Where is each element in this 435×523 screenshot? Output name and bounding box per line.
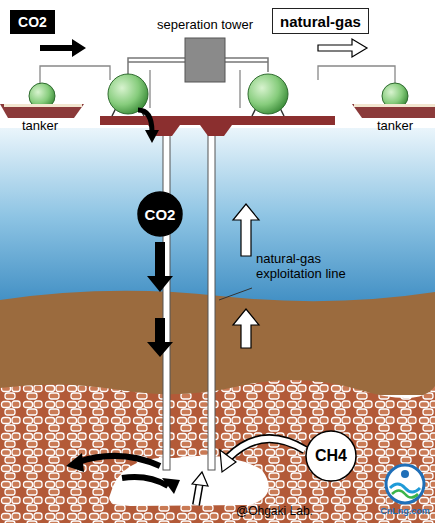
- hydrate-layer: [0, 380, 435, 523]
- flow-arrow: [228, 439, 305, 458]
- node-text: CO2: [18, 14, 47, 30]
- flow-arrow: [78, 456, 160, 466]
- platform-leg: [200, 125, 232, 136]
- part-name: seperation tower: [157, 18, 253, 33]
- input-label-box: CO2: [10, 10, 55, 34]
- separation-tower: [185, 38, 225, 82]
- art-part: [386, 465, 424, 503]
- art-part: [248, 74, 288, 114]
- tanker-ship: [352, 83, 435, 118]
- node-text: CH4: [315, 447, 347, 465]
- storage-tank: [248, 74, 288, 116]
- art-part: [401, 470, 409, 478]
- flow-arrow: [233, 204, 259, 256]
- flow-arrow: [233, 309, 259, 348]
- art-part: [392, 491, 418, 498]
- part-name: natural-gas exploitation line: [256, 252, 368, 282]
- gas-pocket: [109, 456, 269, 506]
- arrow-head: [220, 450, 236, 472]
- sediment-layer: [0, 291, 435, 395]
- arrow-head: [162, 478, 180, 494]
- node-text: natural-gas: [280, 13, 361, 30]
- arrow-head: [66, 453, 84, 472]
- art-part: [352, 104, 435, 118]
- flow-arrow: [40, 39, 86, 57]
- flow-arrow: [138, 110, 152, 132]
- output-label-box: natural-gas: [272, 8, 369, 34]
- watermark: @Ohgaki Lab.: [236, 505, 313, 519]
- exploitation-pipe: [208, 125, 215, 470]
- platform-deck: [100, 116, 335, 125]
- flow-arrow: [147, 318, 173, 357]
- flow-arrow: [318, 39, 367, 57]
- part-name: tanker: [377, 119, 413, 134]
- flow-arrow: [228, 439, 305, 458]
- part-name: tanker: [22, 119, 58, 134]
- art-part: [4, 104, 82, 107]
- leader-line: [219, 288, 252, 300]
- watermark: CnLng.com: [380, 506, 430, 516]
- node-text: CO2: [145, 206, 176, 223]
- arrow-head: [192, 472, 208, 486]
- gas-circle: CO2: [136, 190, 184, 238]
- art-part: [0, 104, 84, 118]
- sea: [0, 128, 435, 308]
- gas-circle: CH4: [304, 429, 358, 483]
- flow-arrow: [122, 477, 168, 486]
- arrow-head: [145, 130, 159, 143]
- tanker-ship: [0, 83, 84, 118]
- circle-shape: [138, 192, 182, 236]
- art-part: [354, 104, 435, 107]
- logo: [386, 465, 424, 503]
- flow-arrow: [147, 242, 173, 292]
- circle-shape: [306, 431, 356, 481]
- injection-pipe: [163, 125, 170, 470]
